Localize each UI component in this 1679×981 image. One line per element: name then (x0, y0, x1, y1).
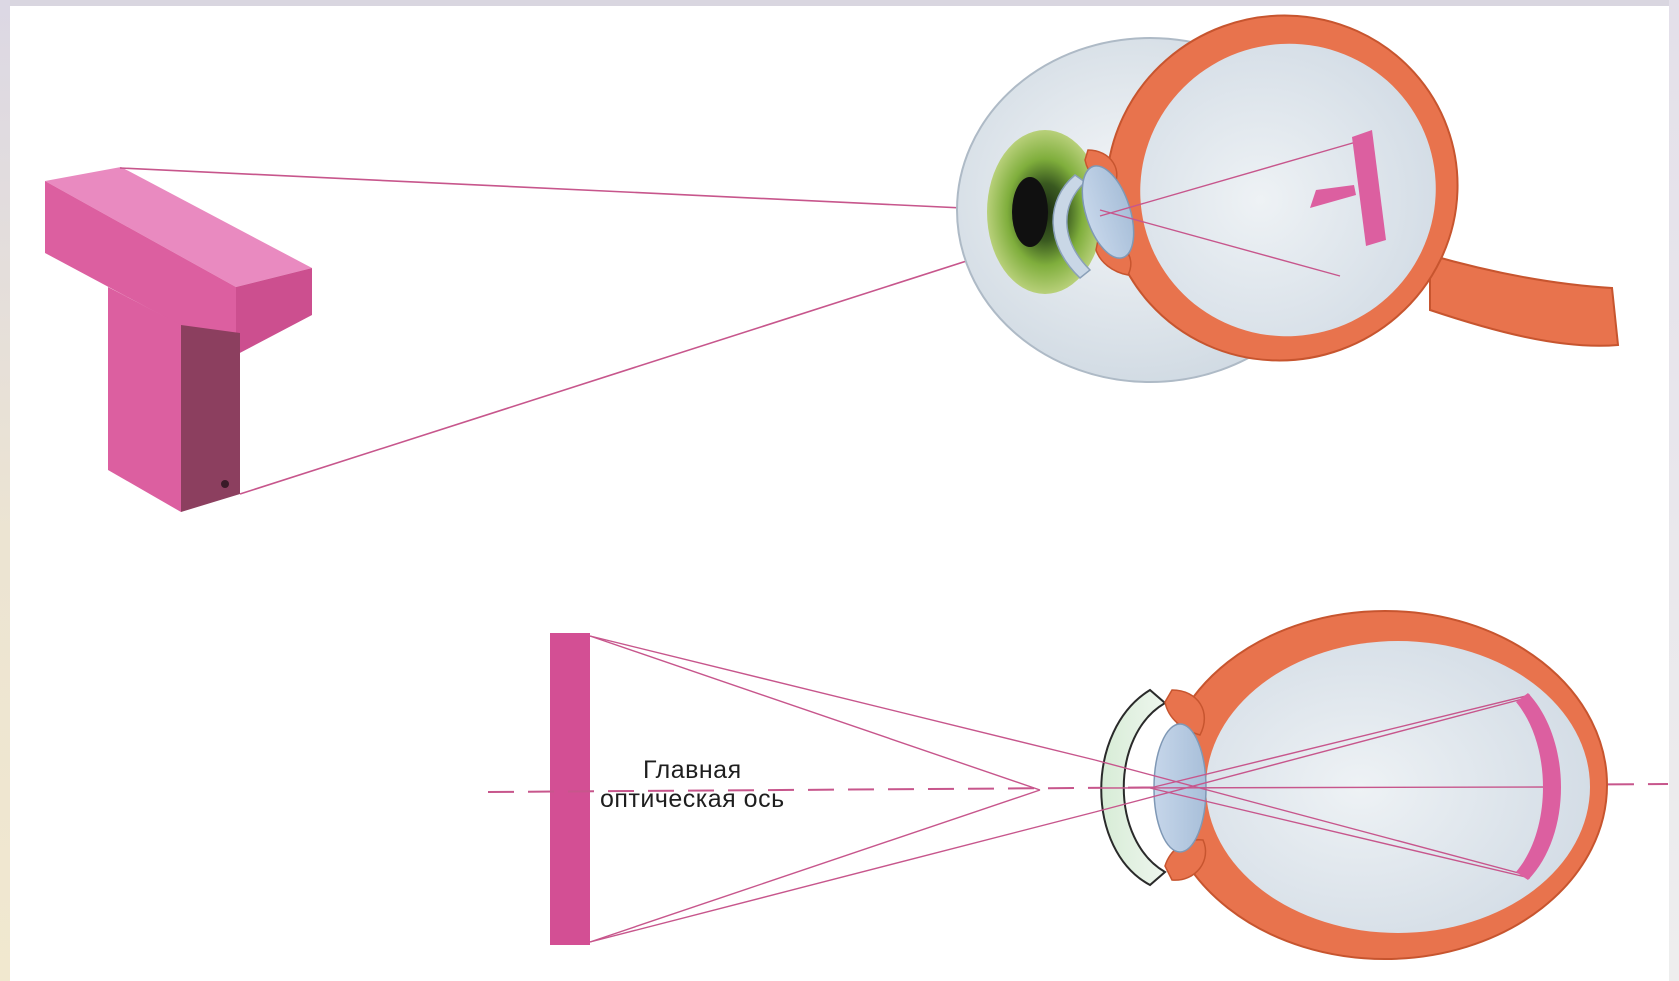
bottom-object-bar (550, 633, 590, 945)
bottom-eyeball (1095, 611, 1607, 959)
t-stem-side-face (181, 325, 240, 512)
t-stem-front-face (108, 287, 181, 512)
top-eye-pupil (1012, 177, 1048, 247)
t-shaped-object (45, 167, 312, 512)
stem-spot (221, 480, 229, 488)
axis-label-line1: Главная (600, 756, 785, 785)
top-eyeball (957, 0, 1618, 410)
principal-optical-axis-label: Главная оптическая ось (600, 756, 785, 814)
top-optic-nerve (1430, 255, 1618, 346)
axis-label-line2: оптическая ось (600, 785, 785, 814)
